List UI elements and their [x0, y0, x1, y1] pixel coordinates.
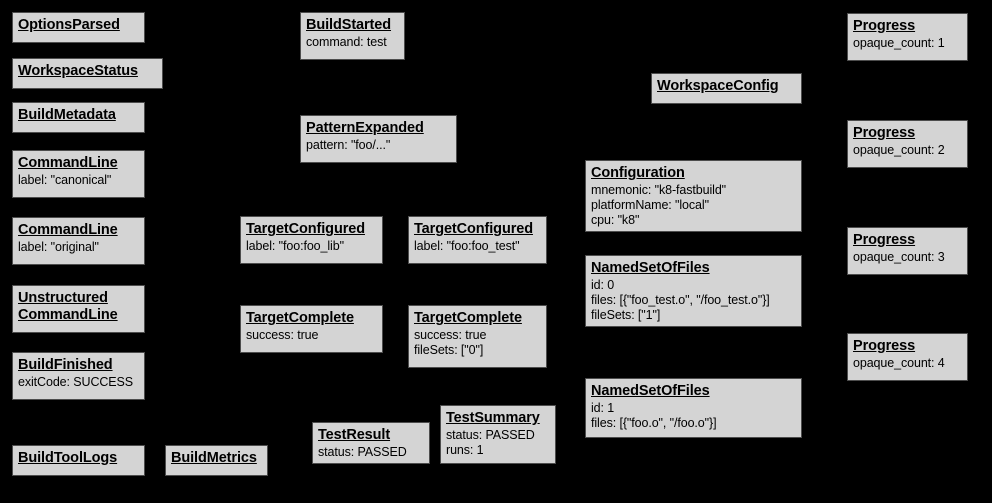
event-node-field: files: [{"foo.o", "/foo.o"}]	[591, 416, 717, 430]
event-node-build-tool-logs[interactable]: BuildToolLogs	[12, 445, 145, 476]
event-node-title: TargetConfigured	[414, 221, 533, 237]
event-node-fields: opaque_count: 2	[853, 143, 962, 158]
event-node-command-line-canonical[interactable]: CommandLine label: "canonical"	[12, 150, 145, 198]
event-node-progress-1[interactable]: Progress opaque_count: 1	[847, 13, 968, 61]
event-node-test-result[interactable]: TestResult status: PASSED	[312, 422, 430, 464]
event-node-field: status: PASSED	[446, 428, 535, 442]
event-node-field: label: "canonical"	[18, 173, 112, 187]
event-node-fields: pattern: "foo/..."	[306, 138, 451, 153]
event-node-field: runs: 1	[446, 443, 484, 457]
event-node-fields: label: "foo:foo_test"	[414, 239, 541, 254]
event-node-fields: command: test	[306, 35, 399, 50]
event-node-field: opaque_count: 3	[853, 250, 945, 264]
event-node-field: label: "foo:foo_lib"	[246, 239, 344, 253]
event-node-target-configured-foo-test[interactable]: TargetConfigured label: "foo:foo_test"	[408, 216, 547, 264]
event-node-title: BuildToolLogs	[18, 450, 118, 466]
event-node-progress-3[interactable]: Progress opaque_count: 3	[847, 227, 968, 275]
event-node-progress-2[interactable]: Progress opaque_count: 2	[847, 120, 968, 168]
event-node-field: label: "original"	[18, 240, 99, 254]
event-node-fields: opaque_count: 3	[853, 250, 962, 265]
event-node-field: opaque_count: 1	[853, 36, 945, 50]
event-node-field: id: 0	[591, 278, 615, 292]
event-node-target-configured-foo-lib[interactable]: TargetConfigured label: "foo:foo_lib"	[240, 216, 383, 264]
event-node-field: platformName: "local"	[591, 198, 709, 212]
event-node-build-finished[interactable]: BuildFinished exitCode: SUCCESS	[12, 352, 145, 400]
event-node-fields: label: "original"	[18, 240, 139, 255]
event-node-field: status: PASSED	[318, 445, 407, 459]
event-node-field: id: 1	[591, 401, 615, 415]
event-node-title: TargetComplete	[414, 310, 522, 326]
event-node-title: TestSummary	[446, 410, 540, 426]
event-node-field: opaque_count: 2	[853, 143, 945, 157]
event-node-progress-4[interactable]: Progress opaque_count: 4	[847, 333, 968, 381]
event-node-title: WorkspaceConfig	[657, 78, 779, 94]
event-node-title: TestResult	[318, 427, 391, 443]
event-node-fields: mnemonic: "k8-fastbuild"platformName: "l…	[591, 183, 796, 228]
event-node-field: mnemonic: "k8-fastbuild"	[591, 183, 727, 197]
event-node-fields: opaque_count: 4	[853, 356, 962, 371]
event-node-pattern-expanded[interactable]: PatternExpanded pattern: "foo/..."	[300, 115, 457, 163]
event-node-title: CommandLine	[18, 222, 118, 238]
event-node-title: Configuration	[591, 165, 685, 181]
event-node-title: TargetConfigured	[246, 221, 365, 237]
event-node-title: BuildMetadata	[18, 107, 116, 123]
event-node-fields: label: "foo:foo_lib"	[246, 239, 377, 254]
event-node-fields: opaque_count: 1	[853, 36, 962, 51]
event-node-field: success: true	[414, 328, 487, 342]
event-node-title: BuildStarted	[306, 17, 392, 33]
event-node-field: cpu: "k8"	[591, 213, 640, 227]
event-node-title: NamedSetOfFiles	[591, 383, 710, 399]
event-node-field: exitCode: SUCCESS	[18, 375, 134, 389]
event-node-title: Progress	[853, 232, 916, 248]
event-node-title: Progress	[853, 18, 916, 34]
event-node-title: WorkspaceStatus	[18, 63, 138, 79]
event-node-workspace-config[interactable]: WorkspaceConfig	[651, 73, 802, 104]
event-node-configuration[interactable]: Configuration mnemonic: "k8-fastbuild"pla…	[585, 160, 802, 232]
event-node-field: label: "foo:foo_test"	[414, 239, 520, 253]
event-node-field: command: test	[306, 35, 387, 49]
event-node-title: BuildFinished	[18, 357, 113, 373]
event-node-build-metrics[interactable]: BuildMetrics	[165, 445, 268, 476]
event-node-fields: status: PASSED	[318, 445, 424, 460]
event-node-title: Progress	[853, 125, 916, 141]
event-node-fields: label: "canonical"	[18, 173, 139, 188]
event-node-command-line-original[interactable]: CommandLine label: "original"	[12, 217, 145, 265]
event-node-title: Unstructured CommandLine	[18, 290, 118, 323]
event-node-field: success: true	[246, 328, 319, 342]
event-node-workspace-status[interactable]: WorkspaceStatus	[12, 58, 163, 89]
event-node-unstructured-command-line[interactable]: Unstructured CommandLine	[12, 285, 145, 333]
event-node-field: pattern: "foo/..."	[306, 138, 391, 152]
event-node-field: fileSets: ["1"]	[591, 308, 661, 322]
event-node-build-started[interactable]: BuildStarted command: test	[300, 12, 405, 60]
event-node-field: fileSets: ["0"]	[414, 343, 484, 357]
event-node-target-complete-lib[interactable]: TargetComplete success: true	[240, 305, 383, 353]
event-node-title: OptionsParsed	[18, 17, 120, 33]
event-node-title: NamedSetOfFiles	[591, 260, 710, 276]
event-node-options-parsed[interactable]: OptionsParsed	[12, 12, 145, 43]
event-node-title: PatternExpanded	[306, 120, 424, 136]
event-node-title: BuildMetrics	[171, 450, 257, 466]
event-node-title: Progress	[853, 338, 916, 354]
event-node-title: TargetComplete	[246, 310, 354, 326]
event-node-fields: success: true	[246, 328, 377, 343]
event-node-title: CommandLine	[18, 155, 118, 171]
event-node-build-metadata[interactable]: BuildMetadata	[12, 102, 145, 133]
event-node-field: opaque_count: 4	[853, 356, 945, 370]
event-node-fields: exitCode: SUCCESS	[18, 375, 139, 390]
event-node-field: files: [{"foo_test.o", "/foo_test.o"}]	[591, 293, 770, 307]
